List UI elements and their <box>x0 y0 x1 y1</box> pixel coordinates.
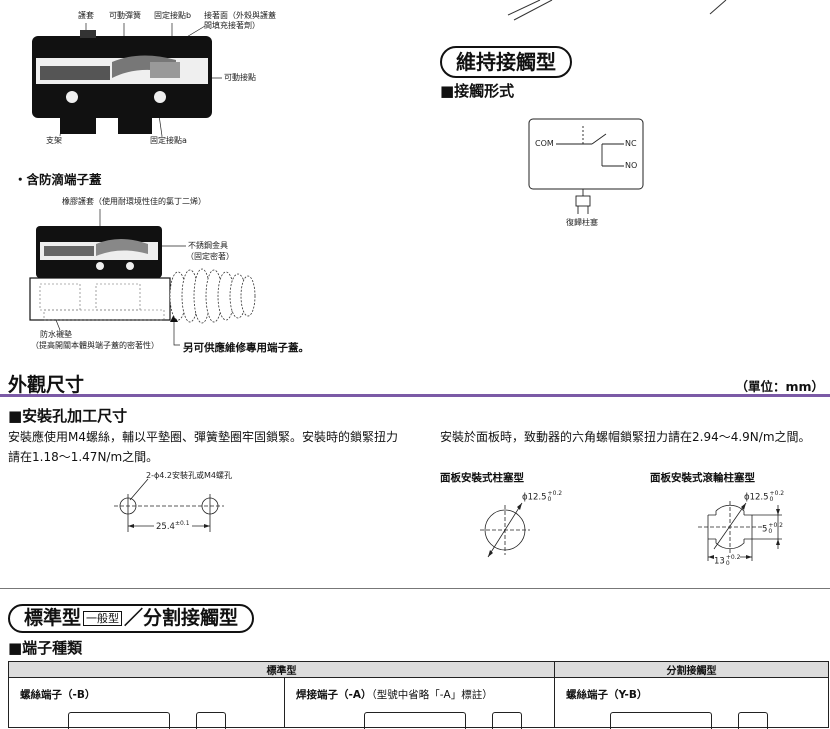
panel-mount-text: 安裝於面板時，致動器的六角螺帽鎖緊扭力請在2.94～4.9N/m之間。 <box>440 430 811 444</box>
terminal-table-header: 標準型 分割接觸型 <box>8 661 829 678</box>
terminal-cell-screw: 螺絲端子（-B） <box>8 677 285 729</box>
contact-circuit-svg <box>528 118 644 214</box>
cell-tail: ） <box>360 689 372 701</box>
section-separator <box>0 588 830 589</box>
label-adhesive-face: 接著面（外殼與護蓋 <box>204 11 276 20</box>
roller-width-value: 13 <box>714 556 725 567</box>
circuit-com: COM <box>535 139 554 148</box>
maintenance-cover-note: 另可供應維修專用端子蓋。 <box>183 342 309 354</box>
roller-tol-up: +0.2 <box>769 490 785 497</box>
panel-plunger-svg <box>480 502 530 558</box>
dimensions-title: 外觀尺寸 <box>8 374 85 396</box>
label-fixed-contact-b: 固定接點b <box>154 11 192 20</box>
drip-cover-heading: ・含防滴端子蓋 <box>14 172 102 187</box>
contact-form-heading: ■接觸形式 <box>440 82 515 100</box>
plunger-tol-dn: 0 <box>547 496 552 503</box>
roller-dia-value: ϕ12.5 <box>744 492 769 503</box>
circuit-nc: NC <box>625 139 637 148</box>
terminal-cell-split-screw: 螺絲端子（Y-B） <box>554 677 829 729</box>
circuit-no: NO <box>625 161 638 170</box>
mounting-hole-drawing: 2-ϕ4.2安裝孔或M4螺孔 25.4±0.1 <box>100 470 260 540</box>
terminal-type-heading: ■端子種類 <box>8 639 83 657</box>
cell-tail: ） <box>636 689 648 701</box>
terminal-table-row: 螺絲端子（-B） 焊接端子（-A）（型號中省略「-A」標註） 螺絲端子（Y-B） <box>8 677 829 729</box>
standard-split-title: 標準型一般型／分割接觸型 <box>8 604 255 633</box>
label-movable-spring: 可動彈簧 <box>109 11 141 20</box>
split-title: ／分割接觸型 <box>124 607 239 629</box>
roller-w-dn: 0 <box>725 560 730 567</box>
cell-code: Y-B <box>618 689 637 701</box>
hole-dim-tol: ±0.1 <box>174 520 190 527</box>
roller-height-value: 5 <box>762 524 768 535</box>
hole-dim-value: 25.4 <box>156 521 175 532</box>
cell-label: 焊接端子（ <box>296 689 349 701</box>
hole-dimension: 25.4±0.1 <box>154 520 192 532</box>
cell-tail: ） <box>84 689 96 701</box>
label-adhesive-face-2: 間填充接著劑） <box>204 21 260 30</box>
label-rubber-cover: 橡膠護套（使用耐環境性佳的氯丁二烯） <box>62 197 206 206</box>
terminal-cell-solder: 焊接端子（-A）（型號中省略「-A」標註） <box>284 677 555 729</box>
label-waterproof-gasket: 防水襯墊 <box>40 330 72 339</box>
switch-section-diagram: 護套 可動彈簧 固定接點b 接著面（外殼與護蓋 間填充接著劑） 可動接點 支架 … <box>0 0 727 150</box>
circuit-plunger-label: 復歸柱塞 <box>566 218 598 227</box>
label-stainless-fitting-2: （固定密著） <box>186 252 234 261</box>
terminal-sketch <box>566 702 828 729</box>
drip-cover-illustration <box>29 209 256 346</box>
drip-cover-diagram: 橡膠護套（使用耐環境性佳的氯丁二烯） 不銹鋼金具 （固定密著） 防水襯墊 （提高… <box>0 190 420 360</box>
label-fixed-contact-a: 固定接點a <box>150 136 187 145</box>
standard-title: 標準型 <box>24 607 82 629</box>
dimensions-unit: （單位：mm） <box>735 379 824 394</box>
terminal-sketch <box>20 702 284 729</box>
contact-circuit-diagram: COM NC NO 復歸柱塞 <box>528 118 648 238</box>
plunger-dia-value: ϕ12.5 <box>522 492 547 503</box>
terminal-sketch <box>296 702 554 729</box>
mounting-hole-text: 安裝應使用M4螺絲，輔以平墊圈、彈簧墊圈牢固鎖緊。安裝時的鎖緊扭力請在1.18～… <box>8 430 398 464</box>
group-split: 分割接觸型 <box>554 661 829 678</box>
panel-roller-caption: 面板安裝式滾輪柱塞型 <box>650 472 755 484</box>
cell-code: -B <box>72 689 85 701</box>
roller-w-up: +0.2 <box>725 554 741 561</box>
plunger-tol-up: +0.2 <box>547 490 563 497</box>
label-bracket: 支架 <box>46 136 62 145</box>
mounting-hole-heading: ■安裝孔加工尺寸 <box>8 407 128 425</box>
group-standard: 標準型 <box>8 661 555 678</box>
panel-plunger-caption: 面板安裝式柱塞型 <box>440 472 524 484</box>
cell-code: -A <box>348 689 361 701</box>
cell-label: 螺絲端子（ <box>566 689 619 701</box>
roller-tol-dn: 0 <box>769 496 774 503</box>
cell-note: （型號中省略「-A」標註） <box>371 689 493 701</box>
label-stainless-fitting: 不銹鋼金具 <box>188 241 228 250</box>
label-waterproof-gasket-2: （提高開關本體與端子蓋的密著性） <box>31 341 159 350</box>
dimensions-rule <box>0 394 830 397</box>
label-movable-contact: 可動接點 <box>224 73 256 82</box>
cell-label: 螺絲端子（ <box>20 689 73 701</box>
hole-label: 2-ϕ4.2安裝孔或M4螺孔 <box>146 471 232 480</box>
terminal-table: 標準型 分割接觸型 螺絲端子（-B） 焊接端子（-A）（型號中省略「-A」標註）… <box>8 661 829 729</box>
general-type-badge: 一般型 <box>83 611 123 626</box>
roller-h-up: +0.2 <box>768 522 783 529</box>
label-cover: 護套 <box>78 11 94 20</box>
panel-roller-svg <box>698 501 782 561</box>
maintained-contact-title: 維持接觸型 <box>440 46 572 78</box>
roller-h-dn: 0 <box>768 528 773 535</box>
switch-illustration <box>32 0 727 137</box>
